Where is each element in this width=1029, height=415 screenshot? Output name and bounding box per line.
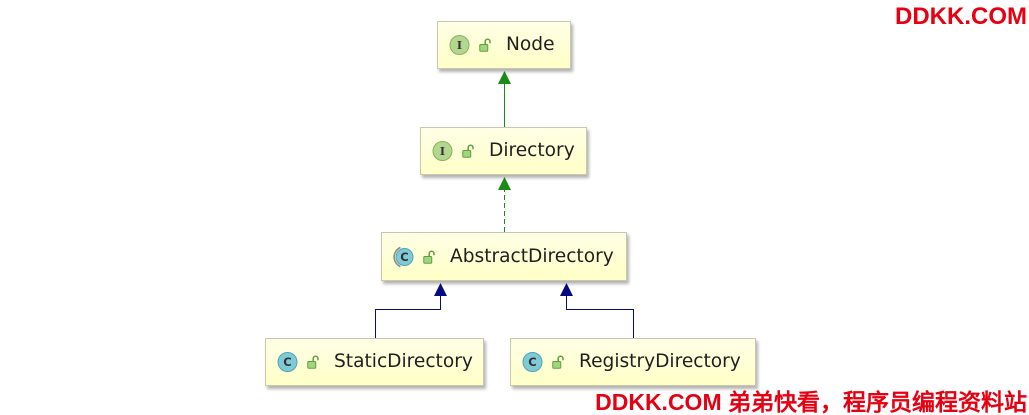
icon-letter: C [528,355,536,369]
arrowhead [498,177,511,190]
edge-abstract-directory-to-directory [498,177,511,232]
abstract-mark [393,246,401,267]
icon-letter: I [457,39,462,52]
node-name: AbstractDirectory [450,245,614,267]
open-lock-icon [552,355,564,369]
arrowhead [434,283,447,296]
lock-body [423,255,433,264]
node-name: RegistryDirectory [579,351,741,372]
class-icon: C [277,352,298,372]
arrowhead [498,71,511,84]
abstract-class-icon: C [393,246,414,267]
edge-registry-directory-to-abstract-directory [560,283,634,338]
lock-body [479,44,489,52]
icon-circle [449,35,470,55]
watermark-top: DDKK.COM [895,3,1027,30]
edge-directory-to-node [498,71,511,127]
arrowhead [560,283,573,296]
node-box-node: I Node [437,21,571,69]
interface-icon: I [449,35,470,55]
edge-line [566,295,634,338]
class-icon: C [522,352,543,372]
lock-body [307,361,317,369]
open-lock-icon [479,38,491,52]
open-lock-icon [307,355,319,369]
lock-shackle [557,355,564,362]
lock-shackle [484,38,491,45]
icon-circle [432,141,453,161]
open-lock-icon [423,249,435,264]
icon-circle [522,352,543,372]
node-box-abstract-directory: C AbstractDirectory [381,232,627,281]
open-lock-icon [462,144,474,158]
node-box-registry-directory: C RegistryDirectory [510,338,756,386]
lock-shackle [312,355,319,362]
icon-letter: C [283,355,291,369]
interface-icon: I [432,141,453,161]
icon-circle [395,247,414,266]
node-box-static-directory: C StaticDirectory [265,338,484,386]
icon-letter: C [400,250,408,264]
node-name: StaticDirectory [334,351,473,372]
icon-circle [277,352,298,372]
lock-body [552,361,562,369]
icon-letter: I [440,145,445,158]
node-name: Directory [489,140,575,161]
watermark-bottom: DDKK.COM 弟弟快看，程序员编程资料站 [595,389,1027,415]
node-box-directory: I Directory [420,127,587,175]
edge-line [375,295,441,338]
edge-static-directory-to-abstract-directory [375,283,447,338]
lock-shackle [467,144,474,151]
lock-body [462,150,472,158]
node-name: Node [506,34,555,55]
lock-shackle [428,249,435,256]
